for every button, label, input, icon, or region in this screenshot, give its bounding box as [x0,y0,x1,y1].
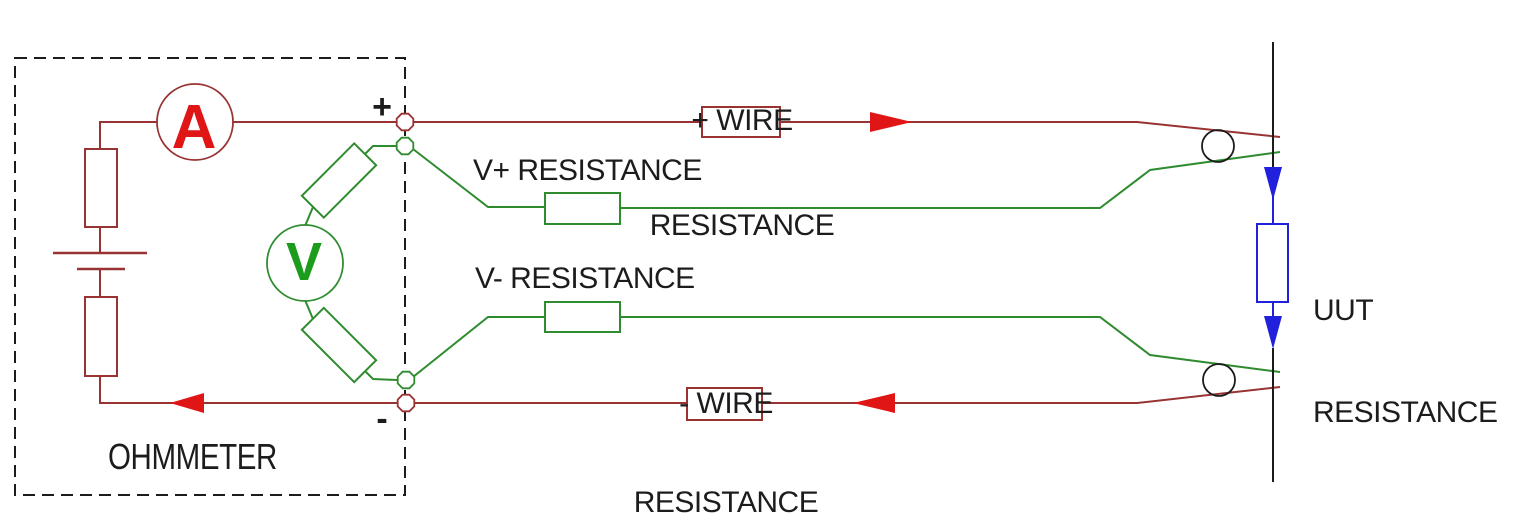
plus-wire-resistance-label: + WIRE RESISTANCE [602,33,882,313]
current-arrow-down-bottom-icon [1264,316,1282,349]
plus-wire-label-line1: + WIRE [691,104,793,137]
v-plus-resistor [544,192,621,225]
current-arrow-internal-icon [170,393,204,413]
voltmeter-input-resistor-upper [300,141,378,220]
plus-terminal-node [395,112,415,132]
internal-return-wire [99,376,398,404]
v-plus-resistance-label: V+ RESISTANCE [473,154,702,187]
v-minus-resistor [544,301,621,333]
uut-label-line1: UUT [1313,294,1374,327]
source-loop-wires [53,121,398,404]
minus-wire-label-line2: RESISTANCE [633,486,819,513]
minus-wire-resistor [686,387,763,421]
ammeter-symbol: A [171,92,217,162]
plus-wire-label-line2: RESISTANCE [649,209,835,242]
minus-wire-label-line1: - WIRE [679,387,773,420]
plus-terminal-mark: + [372,87,392,126]
internal-resistor-lower [84,296,118,377]
internal-resistor-upper [84,148,118,228]
voltmeter-lower-node-lead [364,370,398,381]
ohmmeter-label: OHMMETER [108,436,277,477]
plus-wire-resistor [701,106,781,138]
current-arrow-down-top-icon [1264,167,1282,200]
uut-resistor [1256,223,1289,303]
ammeter-circle [156,83,234,161]
current-arrow-left-icon [853,393,895,413]
v-plus-terminal-node [395,136,415,156]
sense-wires [300,141,1281,384]
voltmeter-upper-node-lead [364,145,397,155]
ohmmeter-box [14,57,406,496]
current-arrow-right-icon [870,112,912,132]
minus-terminal-node [396,393,416,413]
uut-label-line2: RESISTANCE [1313,396,1498,429]
v-minus-wire-left [412,316,545,378]
voltmeter-circle [266,224,344,302]
v-minus-terminal-node [396,370,416,390]
clip-pivot-top-icon [1201,129,1235,163]
v-minus-resistance-label: V- RESISTANCE [475,262,695,295]
force-wires [413,106,1281,421]
voltmeter-symbol: V [285,231,323,292]
voltmeter-top-lead [304,206,314,227]
clip-pivot-bottom-icon [1202,363,1236,397]
v-plus-wire-left [412,148,545,208]
voltmeter-bottom-lead [304,299,314,320]
v-minus-wire-right [620,316,1281,373]
minus-terminal-mark: - [376,399,388,438]
minus-wire-resistance-label: - WIRE RESISTANCE [586,321,866,513]
wire-to-ammeter [99,121,157,149]
voltmeter-input-resistor-lower [300,306,378,384]
uut-resistance-label: UUT RESISTANCE [1313,226,1498,498]
